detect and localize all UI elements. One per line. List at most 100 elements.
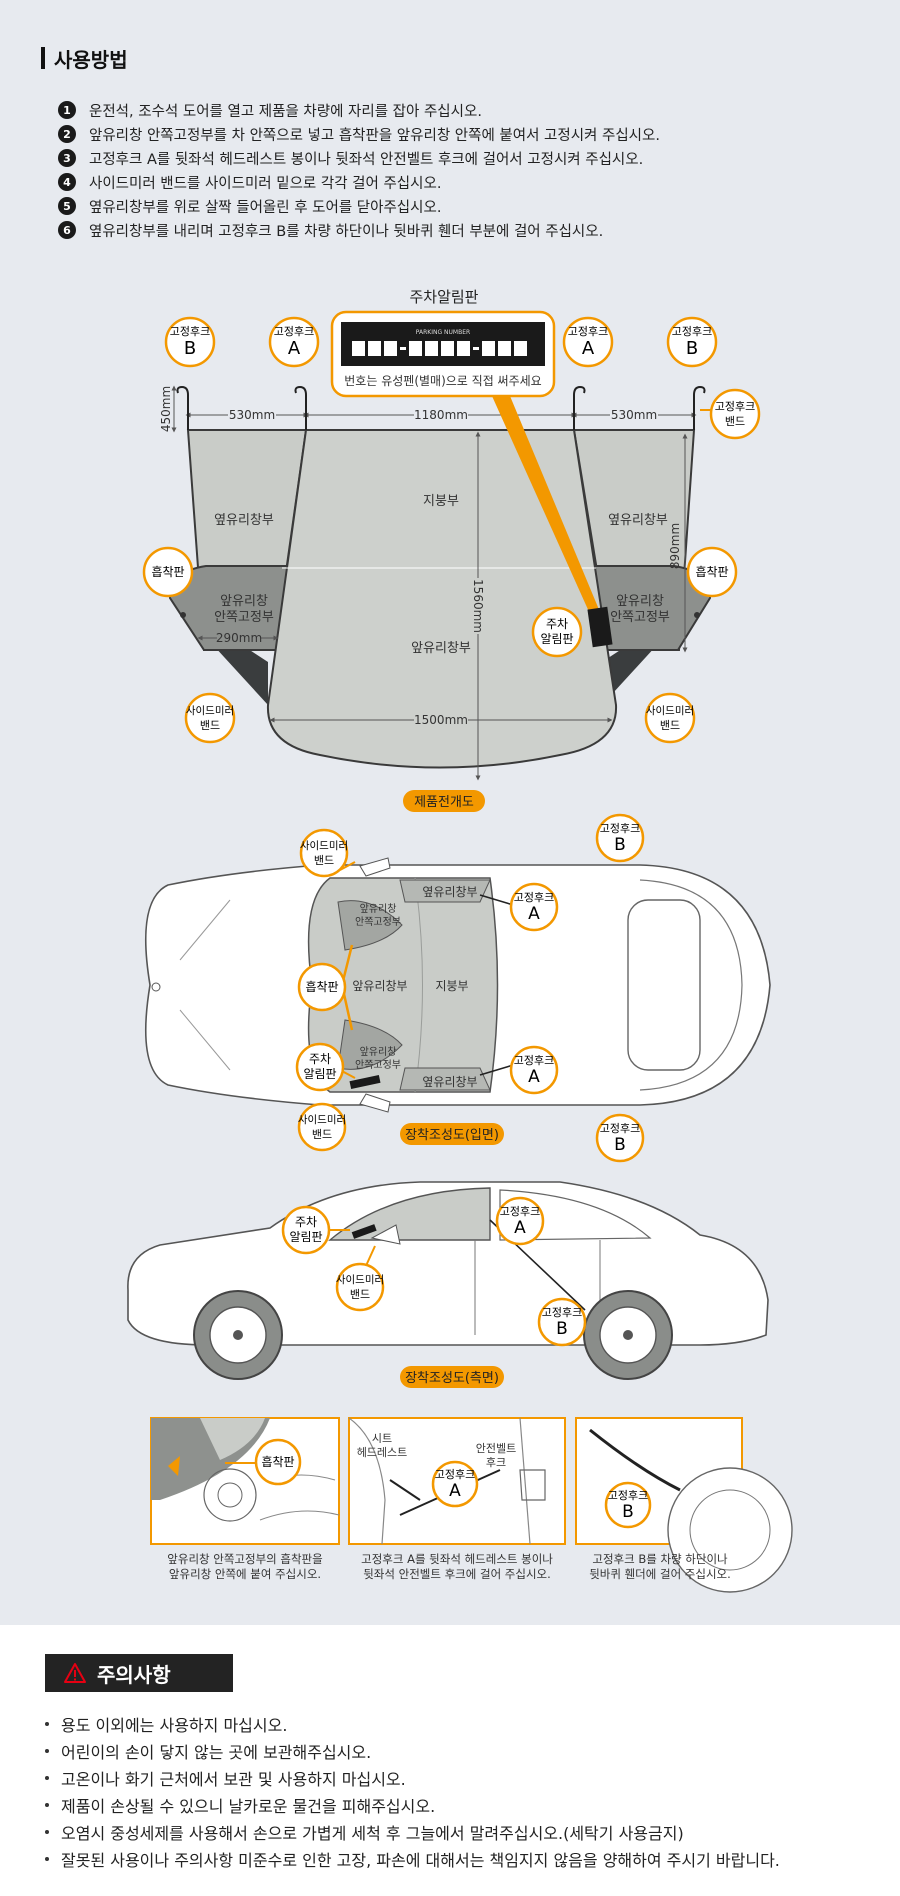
label-front-inner-left-2: 안쪽고정부 — [214, 610, 274, 625]
callout-hook-b-right: 고정후크 B — [666, 316, 718, 368]
label-front-inner-right: 앞유리창 — [616, 594, 664, 609]
hook-b-right — [693, 385, 706, 430]
label-left-side-glass: 옆유리창부 — [214, 513, 274, 528]
top-label-inner-upper: 앞유리창 — [360, 903, 397, 915]
svg-text:사이드미러: 사이드미러 — [300, 840, 348, 852]
side-callout-parking: 주차 알림판 — [281, 1205, 350, 1255]
detail-suction: 흡착판 — [150, 1417, 340, 1545]
usage-title: 사용방법 — [41, 44, 128, 72]
caption-side-pill — [400, 1366, 504, 1388]
top-label-inner-lower: 앞유리창 — [360, 1046, 397, 1058]
rear-window-top — [627, 899, 701, 1071]
svg-text:흡착판: 흡착판 — [695, 565, 728, 579]
caution-item: 어린이의 손이 닿지 않는 곳에 보관해주십시오. — [45, 1737, 780, 1764]
side-glass-top-upper — [399, 879, 491, 903]
svg-text:B: B — [184, 338, 196, 359]
svg-text:알림판: 알림판 — [540, 632, 573, 646]
caution-text: 오염시 중성세제를 사용해서 손으로 가볍게 세척 후 그늘에서 말려주십시오.… — [61, 1823, 684, 1843]
label-roof: 지붕부 — [423, 494, 459, 509]
top-label-side-lower: 옆유리창부 — [422, 1075, 477, 1089]
caution-item: 제품이 손상될 수 있으니 날카로운 물건을 피해주십시오. — [45, 1791, 780, 1818]
top-callout-parking: 주차 알림판 — [295, 1042, 356, 1092]
callout-hook-a-right: 고정후크 A — [562, 316, 614, 368]
svg-text:고정후크: 고정후크 — [715, 400, 755, 413]
callout-hook-b-left: 고정후크 B — [164, 316, 216, 368]
callout-mirror-band-right: 사이드미러 밴드 — [644, 692, 696, 744]
svg-text:고정후크: 고정후크 — [600, 822, 640, 835]
detail-belt-label-2: 후크 — [486, 1456, 506, 1469]
svg-text:사이드미러: 사이드미러 — [298, 1114, 346, 1126]
callout-mirror-band-left: 사이드미러 밴드 — [184, 692, 236, 744]
caption-top-pill — [400, 1123, 504, 1145]
detail-caption-1b: 앞유리창 안쪽에 붙여 주십시오. — [169, 1567, 321, 1581]
plate-on-dash-top — [349, 1074, 381, 1090]
svg-text:A: A — [582, 338, 595, 359]
top-label-inner-upper-2: 안쪽고정부 — [355, 916, 401, 928]
detail-caption-2a: 고정후크 A를 뒷좌석 헤드레스트 봉이나 — [361, 1552, 553, 1566]
hook-b-left — [176, 385, 189, 430]
svg-text:A: A — [514, 1218, 526, 1238]
top-label-side-upper: 옆유리창부 — [422, 885, 477, 899]
step-text: 고정후크 A를 뒷좌석 헤드레스트 봉이나 뒷좌석 안전벨트 후크에 걸어서 고… — [89, 151, 644, 168]
svg-text:주차: 주차 — [309, 1052, 331, 1066]
svg-text:B: B — [556, 1319, 568, 1339]
plate-brand: PARKING NUMBER — [416, 329, 470, 336]
suction-dot-right — [694, 612, 700, 618]
hook-a-right — [573, 385, 586, 430]
top-label-roof: 지붕부 — [435, 979, 468, 993]
svg-text:고정후크: 고정후크 — [435, 1468, 475, 1481]
top-callout-mirror-lower: 사이드미러 밴드 — [297, 1102, 347, 1152]
top-callout-hook-b-upper: 고정후크 B — [595, 813, 645, 863]
svg-text:밴드: 밴드 — [725, 415, 745, 428]
detail-fender-hook: 고정후크 B — [575, 1417, 793, 1593]
plate-on-panel — [587, 606, 613, 648]
detail-caption-3a: 고정후크 B를 차량 하단이나 — [592, 1552, 728, 1566]
svg-text:알림판: 알림판 — [303, 1067, 336, 1081]
caution-list: 용도 이외에는 사용하지 마십시오. 어린이의 손이 닿지 않는 곳에 보관해주… — [45, 1710, 780, 1872]
label-front-inner-left: 앞유리창 — [220, 594, 268, 609]
svg-text:A: A — [528, 904, 540, 924]
caution-title: 주의사항 — [45, 1654, 233, 1692]
side-callout-hook-b: 고정후크 B — [537, 1297, 587, 1347]
title-bar — [41, 47, 45, 69]
svg-text:고정후크: 고정후크 — [608, 1489, 648, 1502]
detail-caption-3b: 뒷바퀴 휀더에 걸어 주십시오. — [589, 1567, 731, 1581]
side-callout-mirror: 사이드미러 밴드 — [335, 1245, 385, 1312]
svg-text:사이드미러: 사이드미러 — [186, 705, 234, 717]
installation-diagram: 530mm 1180mm 530mm 450mm 890mm 1560mm 29… — [127, 288, 793, 1593]
callout-hook-band: 고정후크 밴드 — [700, 388, 761, 440]
step-number: 5 — [58, 197, 76, 215]
label-front-inner-right-2: 안쪽고정부 — [610, 610, 670, 625]
svg-text:주차: 주차 — [546, 617, 568, 631]
side-callout-hook-a: 고정후크 A — [495, 1196, 545, 1246]
detail-panels: 흡착판 앞유리창 안쪽고정부의 흡착판을 앞유리창 안쪽에 붙여 주십시오. 시… — [150, 1417, 793, 1593]
step-text: 옆유리창부를 위로 살짝 들어올린 후 도어를 닫아주십시오. — [89, 199, 442, 216]
dim-530-left: 530mm — [229, 408, 275, 422]
caution-title-text: 주의사항 — [97, 1662, 171, 1687]
top-callout-hook-a-upper: 고정후크 A — [509, 882, 559, 932]
svg-text:알림판: 알림판 — [289, 1230, 322, 1244]
side-view-diagram: 주차 알림판 사이드미러 밴드 고정후크 A 고정후크 B 장착조성도(측면) — [127, 1181, 769, 1388]
detail-seat-hook: 시트 헤드레스트 안전벨트 후크 고정후크 A — [348, 1417, 566, 1545]
svg-text:밴드: 밴드 — [200, 719, 220, 732]
caption-side: 장착조성도(측면) — [405, 1371, 499, 1386]
dim-1500: 1500mm — [414, 713, 468, 727]
callout-suction-left: 흡착판 — [142, 546, 194, 598]
svg-text:흡착판: 흡착판 — [151, 565, 184, 579]
caution-item: 잘못된 사용이나 주의사항 미준수로 인한 고장, 파손에 대해서는 책임지지 … — [45, 1845, 780, 1872]
dim-1180: 1180mm — [414, 408, 468, 422]
svg-text:고정후크: 고정후크 — [600, 1122, 640, 1135]
svg-text:A: A — [528, 1067, 540, 1087]
step-number: 3 — [58, 149, 76, 167]
svg-text:흡착판: 흡착판 — [261, 1455, 294, 1469]
step-item: 5 옆유리창부를 위로 살짝 들어올린 후 도어를 닫아주십시오. — [58, 194, 660, 218]
top-callout-mirror-upper: 사이드미러 밴드 — [299, 828, 356, 878]
svg-text:B: B — [614, 835, 626, 855]
detail-caption-2b: 뒷좌석 안전벨트 후크에 걸어 주십시오. — [363, 1567, 551, 1581]
usage-title-text: 사용방법 — [54, 47, 128, 72]
warning-icon — [64, 1663, 86, 1683]
